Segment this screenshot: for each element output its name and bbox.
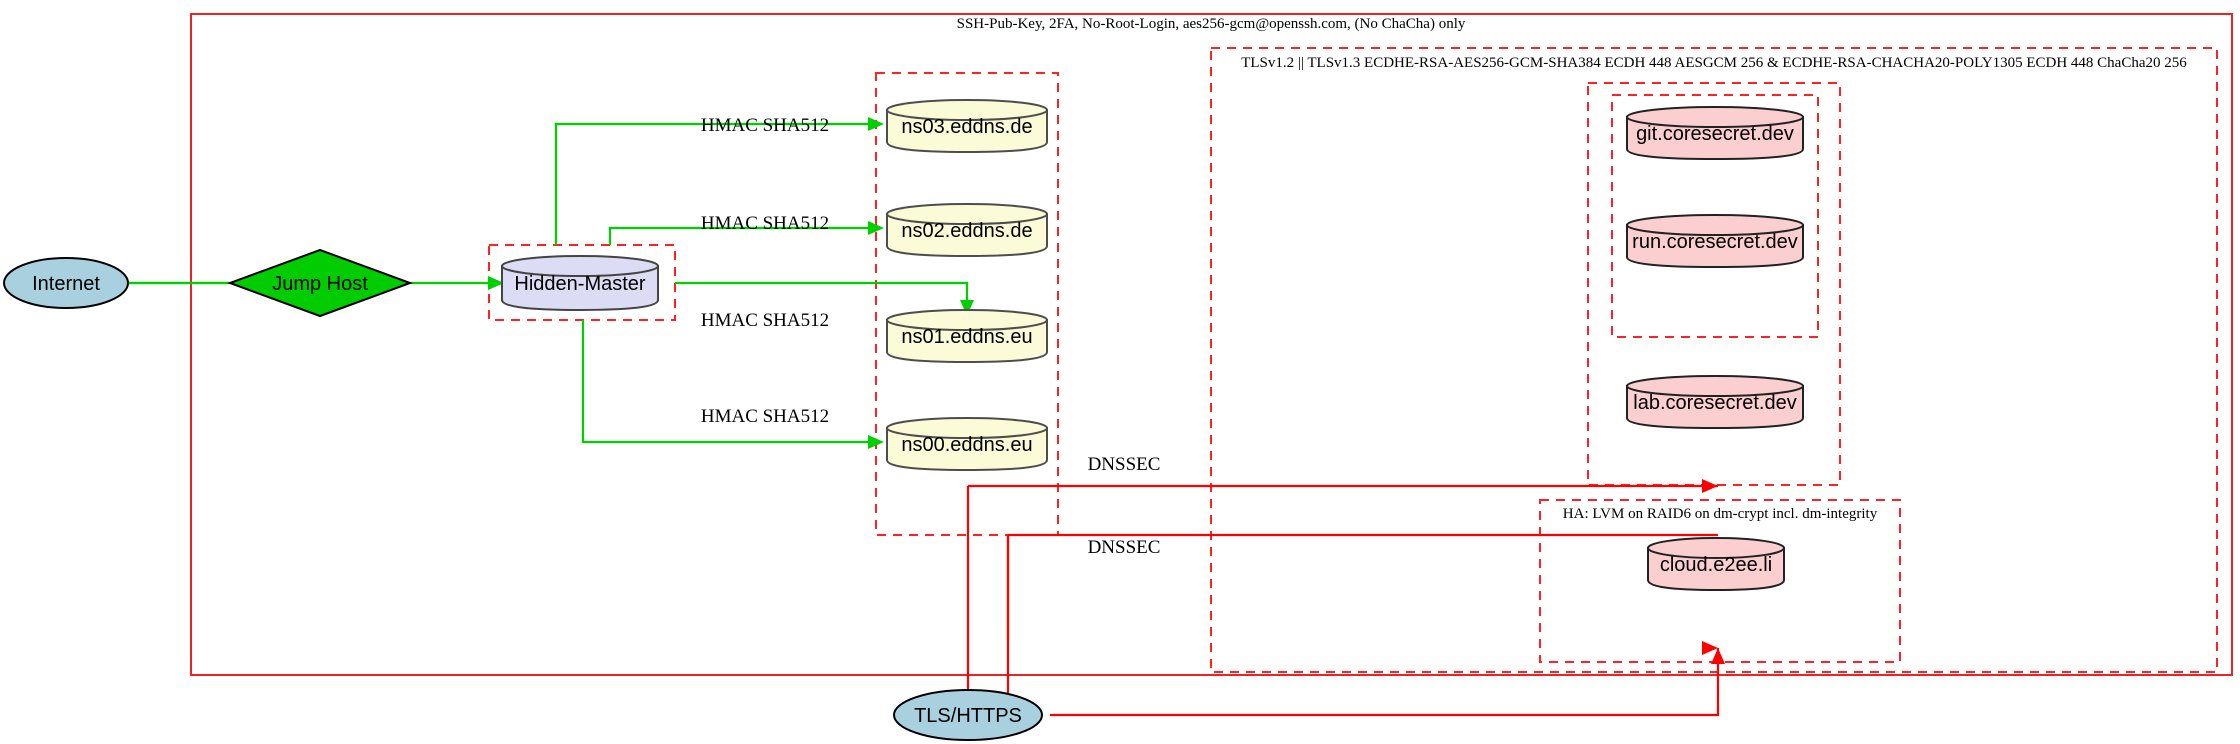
node-run-label: run.coresecret.dev [1632, 231, 1798, 253]
edge-label-hmac-ns03: HMAC SHA512 [701, 115, 829, 136]
dns-cluster-box [875, 72, 1059, 536]
services-outer-cluster-box [1587, 82, 1841, 486]
ha-cluster-box [1539, 499, 1901, 663]
node-cloud-label: cloud.e2ee.li [1660, 554, 1772, 576]
node-ns02[interactable]: ns02.eddns.de [886, 203, 1048, 258]
node-internet-label: Internet [32, 273, 100, 295]
services-inner-cluster-box [1611, 94, 1819, 338]
edge-hiddenmaster-to-ns02 [608, 221, 884, 245]
node-ns00[interactable]: ns00.eddns.eu [886, 417, 1048, 472]
edge-dnssec-upper [966, 479, 1718, 640]
edge-label-dnssec-lower: DNSSEC [1088, 537, 1161, 558]
edge-jumphost-to-hiddenmaster [410, 276, 504, 290]
node-internet[interactable]: Internet [3, 257, 129, 309]
edge-hiddenmaster-to-ns01 [675, 281, 974, 316]
edge-tls-https-routing [966, 535, 1725, 717]
node-tls-https[interactable]: TLS/HTTPS [893, 689, 1043, 741]
ssh-cluster-label: SSH-Pub-Key, 2FA, No-Root-Login, aes256-… [957, 16, 1466, 32]
node-git-coresecret[interactable]: git.coresecret.dev [1626, 106, 1804, 161]
tls-cluster-label: TLSv1.2 || TLSv1.3 ECDHE-RSA-AES256-GCM-… [1241, 55, 2187, 71]
node-hidden-master-label: Hidden-Master [514, 273, 646, 295]
edge-tls-to-ha [1702, 641, 1718, 655]
node-ns02-label: ns02.eddns.de [901, 220, 1032, 242]
node-cloud-e2ee[interactable]: cloud.e2ee.li [1647, 537, 1785, 592]
node-ns00-label: ns00.eddns.eu [901, 434, 1032, 456]
node-run-coresecret[interactable]: run.coresecret.dev [1626, 214, 1804, 269]
edge-hiddenmaster-to-ns03 [554, 117, 884, 245]
node-jump-host[interactable]: Jump Host [227, 248, 413, 318]
edge-label-hmac-ns02: HMAC SHA512 [701, 213, 829, 234]
edge-label-hmac-ns01: HMAC SHA512 [701, 310, 829, 331]
edge-label-dnssec-upper: DNSSEC [1088, 454, 1161, 475]
node-lab-label: lab.coresecret.dev [1633, 392, 1796, 414]
node-tls-https-label: TLS/HTTPS [914, 705, 1022, 727]
node-ns01-label: ns01.eddns.eu [901, 326, 1032, 348]
edge-label-hmac-ns00: HMAC SHA512 [701, 406, 829, 427]
edge-hiddenmaster-to-ns00 [581, 320, 884, 449]
node-lab-coresecret[interactable]: lab.coresecret.dev [1626, 375, 1804, 430]
node-ns03[interactable]: ns03.eddns.de [886, 99, 1048, 154]
node-hidden-master[interactable]: Hidden-Master [501, 255, 659, 312]
ssh-cluster-box [190, 13, 2233, 676]
ha-cluster-label: HA: LVM on RAID6 on dm-crypt incl. dm-in… [1563, 506, 1878, 522]
node-ns01[interactable]: ns01.eddns.eu [886, 309, 1048, 364]
tls-cluster-box [1210, 47, 2218, 673]
node-ns03-label: ns03.eddns.de [901, 116, 1032, 138]
node-git-label: git.coresecret.dev [1636, 123, 1794, 145]
node-jump-host-label: Jump Host [272, 273, 368, 295]
